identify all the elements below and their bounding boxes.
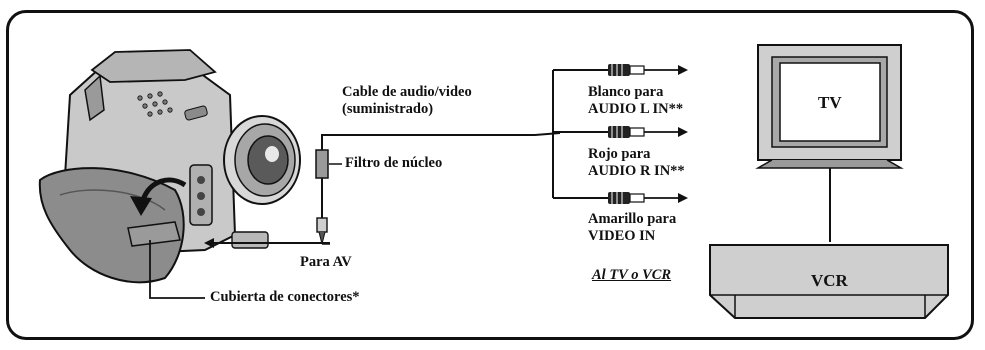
white-plug-label-line1: Blanco para	[588, 84, 664, 100]
cable-label-line1: Cable de audio/video	[342, 84, 472, 100]
vcr-label: VCR	[811, 271, 848, 290]
av-jack-plug-icon	[316, 210, 330, 245]
red-plug-label-line1: Rojo para	[588, 146, 651, 162]
cable-label-line2: (suministrado)	[342, 101, 434, 117]
para-av-label: Para AV	[300, 254, 352, 270]
white-plug-label-line2: AUDIO L IN**	[588, 101, 684, 117]
camcorder-illustration	[38, 49, 301, 284]
filter-label: Filtro de núcleo	[345, 155, 443, 171]
tv-icon	[755, 44, 904, 169]
yellow-plug-label-line1: Amarillo para	[588, 211, 677, 227]
diagram-frame	[6, 10, 974, 340]
curved-arrow-icon	[130, 177, 187, 216]
connector-cover-label: Cubierta de conectores*	[210, 289, 360, 305]
core-filter-icon	[315, 149, 329, 179]
rca-splitter	[552, 69, 610, 199]
to-tv-vcr-label: Al TV o VCR	[592, 267, 672, 283]
vcr-icon	[709, 244, 949, 319]
tv-label: TV	[818, 93, 842, 112]
yellow-plug-label-line2: VIDEO IN	[588, 228, 656, 244]
red-plug-label-line2: AUDIO R IN**	[588, 163, 685, 179]
rca-plug-icon	[608, 64, 688, 204]
